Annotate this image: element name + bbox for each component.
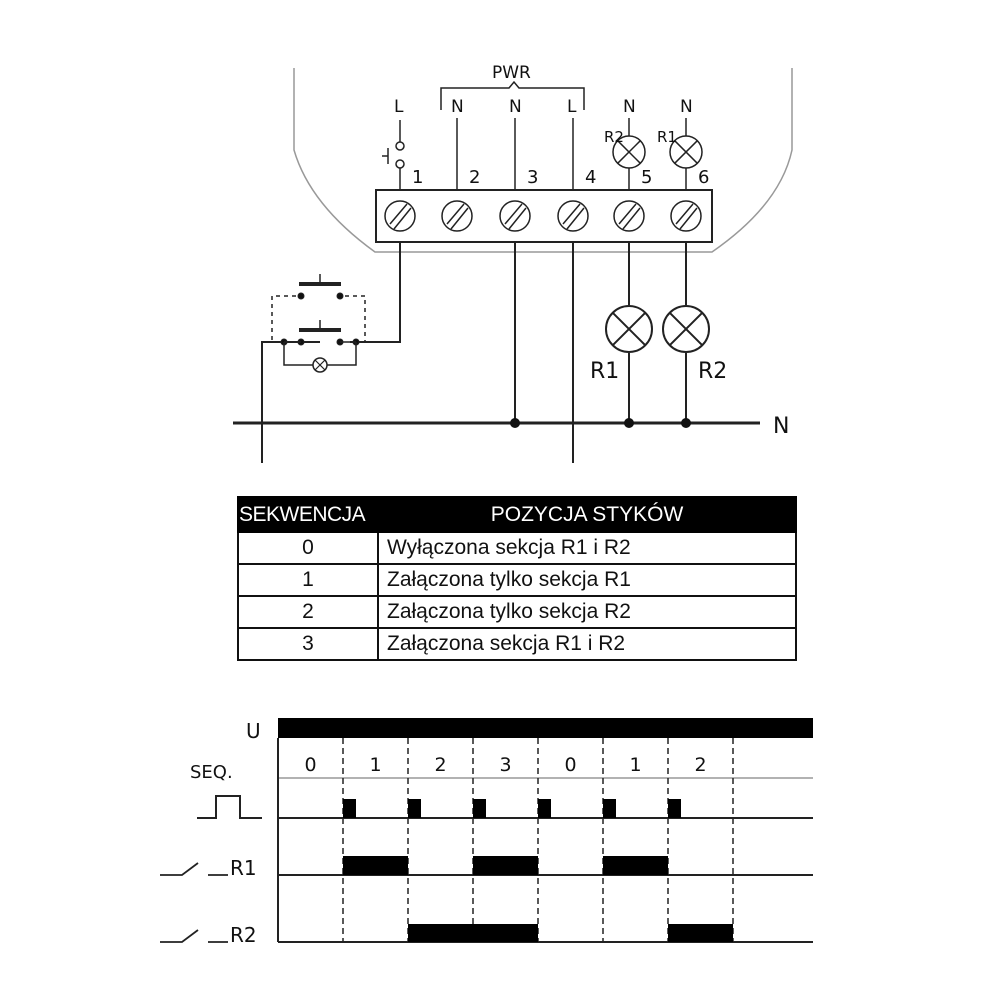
- pulse-mark: [603, 799, 616, 818]
- pushbutton-symbol-top: [382, 120, 405, 190]
- seq-cell: 0: [237, 531, 379, 565]
- top-label: N: [623, 97, 636, 117]
- lamp-icon: [612, 135, 646, 169]
- row-label-r1: R1: [230, 856, 257, 880]
- sequence-value: 0: [565, 754, 577, 776]
- top-label: L: [567, 97, 577, 117]
- lamp-label-r2: R2: [698, 359, 727, 384]
- r2-on-bar: [473, 924, 538, 942]
- row-label-sequence: SEQ.: [190, 762, 233, 783]
- lamp-label: R2: [604, 128, 624, 146]
- terminal-screw: [384, 200, 416, 232]
- top-label: N: [451, 97, 464, 117]
- top-wires: [456, 118, 687, 190]
- r1-on-bar: [473, 856, 538, 875]
- desc-cell: Załączona sekcja R1 i R2: [377, 627, 797, 661]
- r2-on-bar: [668, 924, 733, 942]
- terminal-number: 1: [412, 167, 423, 188]
- terminal-number: 5: [641, 167, 652, 188]
- terminal-screw: [613, 200, 645, 232]
- desc-cell: Załączona tylko sekcja R1: [377, 563, 797, 597]
- sequence-value: 2: [695, 754, 707, 776]
- lamp-icon: [662, 305, 710, 353]
- pulse-mark: [668, 799, 681, 818]
- seq-cell: 1: [237, 563, 379, 597]
- sequence-value: 1: [630, 754, 642, 776]
- pulse-mark: [408, 799, 421, 818]
- supply-bar: [278, 718, 813, 738]
- sequence-value: 2: [435, 754, 447, 776]
- table-header-sequence: SEKWENCJA: [237, 496, 379, 533]
- top-label: N: [680, 97, 693, 117]
- terminal-number: 4: [585, 167, 596, 188]
- pulse-mark: [343, 799, 356, 818]
- sequence-value: 3: [500, 754, 512, 776]
- neutral-label: N: [773, 414, 789, 439]
- top-label: L: [394, 97, 404, 117]
- load-lamps: R1 R2: [590, 305, 727, 384]
- device-housing-outline: [293, 68, 793, 253]
- terminal-screw: [670, 200, 702, 232]
- pulse-mark: [473, 799, 486, 818]
- table-header-contacts: POZYCJA STYKÓW: [377, 496, 797, 533]
- terminal-block: [375, 189, 713, 243]
- lamp-icon: [605, 305, 653, 353]
- pulse-mark: [538, 799, 551, 818]
- lamp-icon: [669, 135, 703, 169]
- pwr-label: PWR: [492, 63, 531, 83]
- terminal-screw: [557, 200, 589, 232]
- pulse-icon: [197, 795, 262, 819]
- lamp-label: R1: [657, 128, 677, 146]
- bottom-wires: [261, 242, 687, 463]
- top-lamps: R2 R1: [604, 128, 703, 169]
- row-label-supply: U: [246, 719, 261, 743]
- seq-cell: 3: [237, 627, 379, 661]
- terminal-number: 2: [469, 167, 480, 188]
- external-pushbuttons: [271, 274, 366, 373]
- terminal-number: 3: [527, 167, 538, 188]
- row-label-r2: R2: [230, 923, 257, 947]
- contact-icon: [160, 929, 228, 943]
- terminal-screw: [441, 200, 473, 232]
- terminal-screw: [499, 200, 531, 232]
- r1-on-bar: [603, 856, 668, 875]
- seq-cell: 2: [237, 595, 379, 629]
- sequence-value: 1: [370, 754, 382, 776]
- sequence-value: 0: [305, 754, 317, 776]
- r2-on-bar: [408, 924, 473, 942]
- top-label: N: [509, 97, 522, 117]
- pwr-bracket: [440, 80, 585, 110]
- r1-on-bar: [343, 856, 408, 875]
- desc-cell: Wyłączona sekcja R1 i R2: [377, 531, 797, 565]
- top-terminal-labels: L N N L N N 1 2 3 4 5 6: [394, 97, 709, 188]
- terminal-number: 6: [698, 167, 709, 188]
- contact-icon: [160, 862, 228, 876]
- lamp-label-r1: R1: [590, 359, 619, 384]
- terminal-screws: [384, 200, 702, 232]
- desc-cell: Załączona tylko sekcja R2: [377, 595, 797, 629]
- junction-dots: [510, 418, 691, 428]
